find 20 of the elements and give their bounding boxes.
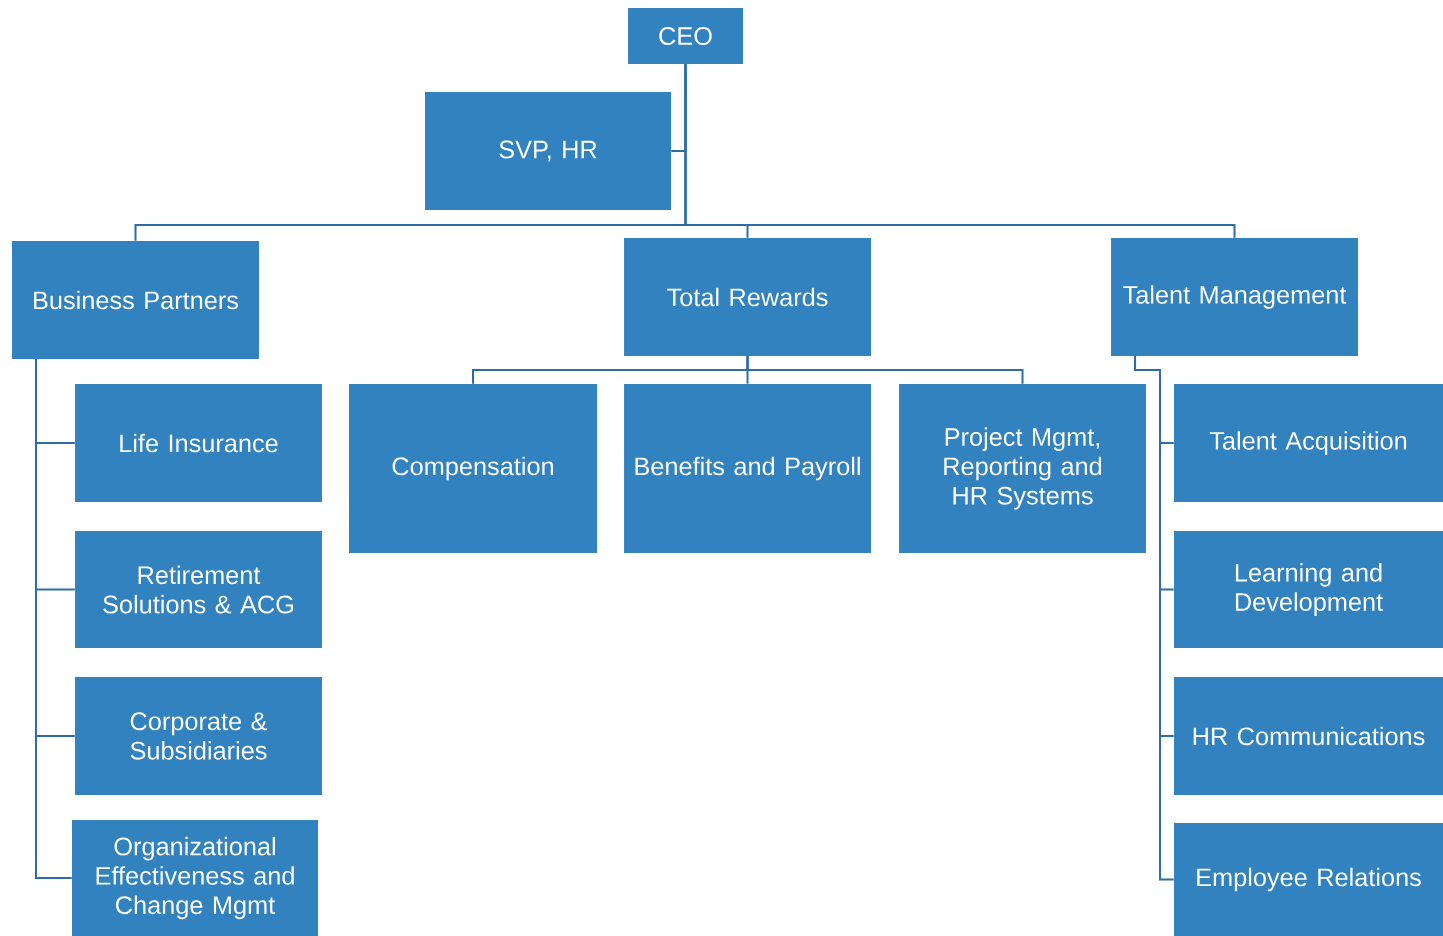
org-box: Total Rewards bbox=[624, 238, 871, 356]
org-box: Retirement Solutions & ACG bbox=[75, 531, 322, 649]
org-box: Benefits and Payroll bbox=[624, 383, 871, 554]
connector-line bbox=[35, 358, 73, 879]
org-box: Learning and Development bbox=[1174, 531, 1443, 649]
connector-line bbox=[684, 63, 1236, 239]
org-box: Organizational Effectiveness and Change Mgmt bbox=[72, 820, 318, 936]
org-box: Talent Management bbox=[1111, 238, 1358, 356]
org-box: Project Mgmt, Reporting and HR Systems bbox=[899, 383, 1146, 554]
org-box: Business Partners bbox=[12, 241, 259, 359]
org-box: SVP, HR bbox=[425, 92, 671, 210]
connector-line bbox=[1134, 355, 1175, 881]
org-box: Life Insurance bbox=[75, 384, 322, 502]
org-box: Talent Acquisition bbox=[1174, 384, 1443, 502]
org-box: Employee Relations bbox=[1174, 823, 1443, 936]
org-box: CEO bbox=[628, 8, 743, 64]
connector-line bbox=[746, 355, 1024, 385]
org-box: HR Communications bbox=[1174, 677, 1443, 795]
org-box: Compensation bbox=[349, 383, 597, 554]
org-box: Corporate & Subsidiaries bbox=[75, 677, 322, 795]
